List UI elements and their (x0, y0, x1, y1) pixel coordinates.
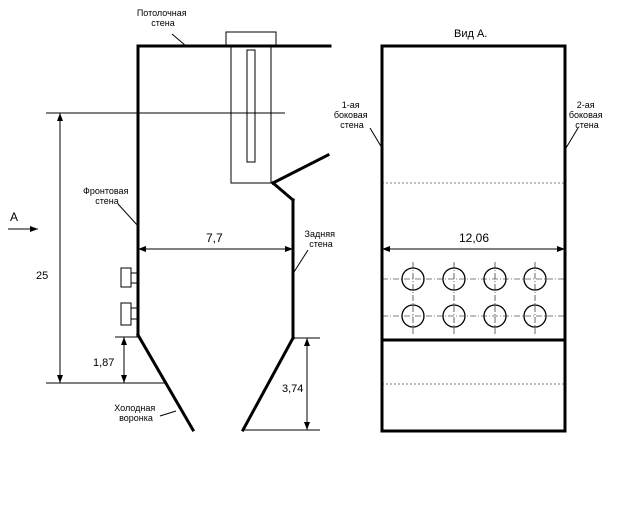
burner-circle (442, 267, 466, 291)
burner-circle (483, 267, 507, 291)
label-rear-wall: Задняя стена (305, 229, 338, 249)
label-ceiling-wall: Потолочная стена (137, 8, 189, 28)
burner-1-nozzle (130, 272, 139, 284)
dim-width-side: 12,06 (459, 231, 489, 245)
rear-upper-slope (270, 152, 331, 186)
label-side-wall-1: 1-ая боковая стена (334, 100, 370, 130)
dim-width-front: 7,7 (206, 231, 223, 245)
leader-side-2 (565, 127, 579, 149)
leader-rear (293, 249, 309, 273)
burner-circle (401, 267, 425, 291)
screen-rod (246, 49, 256, 163)
leader-side-1 (369, 127, 383, 149)
view-a: Вид А. 12,06 1-ая боковая стена 2-ая бок… (334, 28, 605, 433)
side-section: 7,7 25 1,87 3,74 А Потолочная стена Фрон… (8, 8, 338, 433)
screen-panel (230, 45, 272, 184)
burner-circle (401, 304, 425, 328)
burner-circle (483, 304, 507, 328)
funnel-left-line (135, 332, 196, 433)
burner-2-nozzle (130, 307, 139, 320)
dim-height-total: 25 (36, 270, 48, 282)
view-a-title: Вид А. (454, 28, 487, 40)
label-cold-funnel: Холодная воронка (114, 403, 158, 423)
leader-front (117, 203, 139, 227)
label-side-wall-2: 2-ая боковая стена (569, 100, 605, 130)
funnel-right-line (240, 335, 296, 433)
burner-circle (442, 304, 466, 328)
burner-circle (523, 267, 547, 291)
rear-nose (270, 180, 296, 203)
view-a-arrow-label: А (10, 210, 18, 224)
burner-grid (401, 267, 547, 328)
dim-funnel-large: 3,74 (282, 383, 303, 395)
leader-ceiling (171, 33, 187, 47)
burner-circle (523, 304, 547, 328)
dim-funnel-small: 1,87 (93, 357, 114, 369)
view-a-frame (380, 44, 567, 433)
burner-2 (120, 302, 132, 326)
ceiling-device-head (225, 31, 277, 47)
burner-1 (120, 267, 132, 288)
leader-funnel (159, 410, 177, 417)
label-front-wall: Фронтовая стена (83, 186, 131, 206)
